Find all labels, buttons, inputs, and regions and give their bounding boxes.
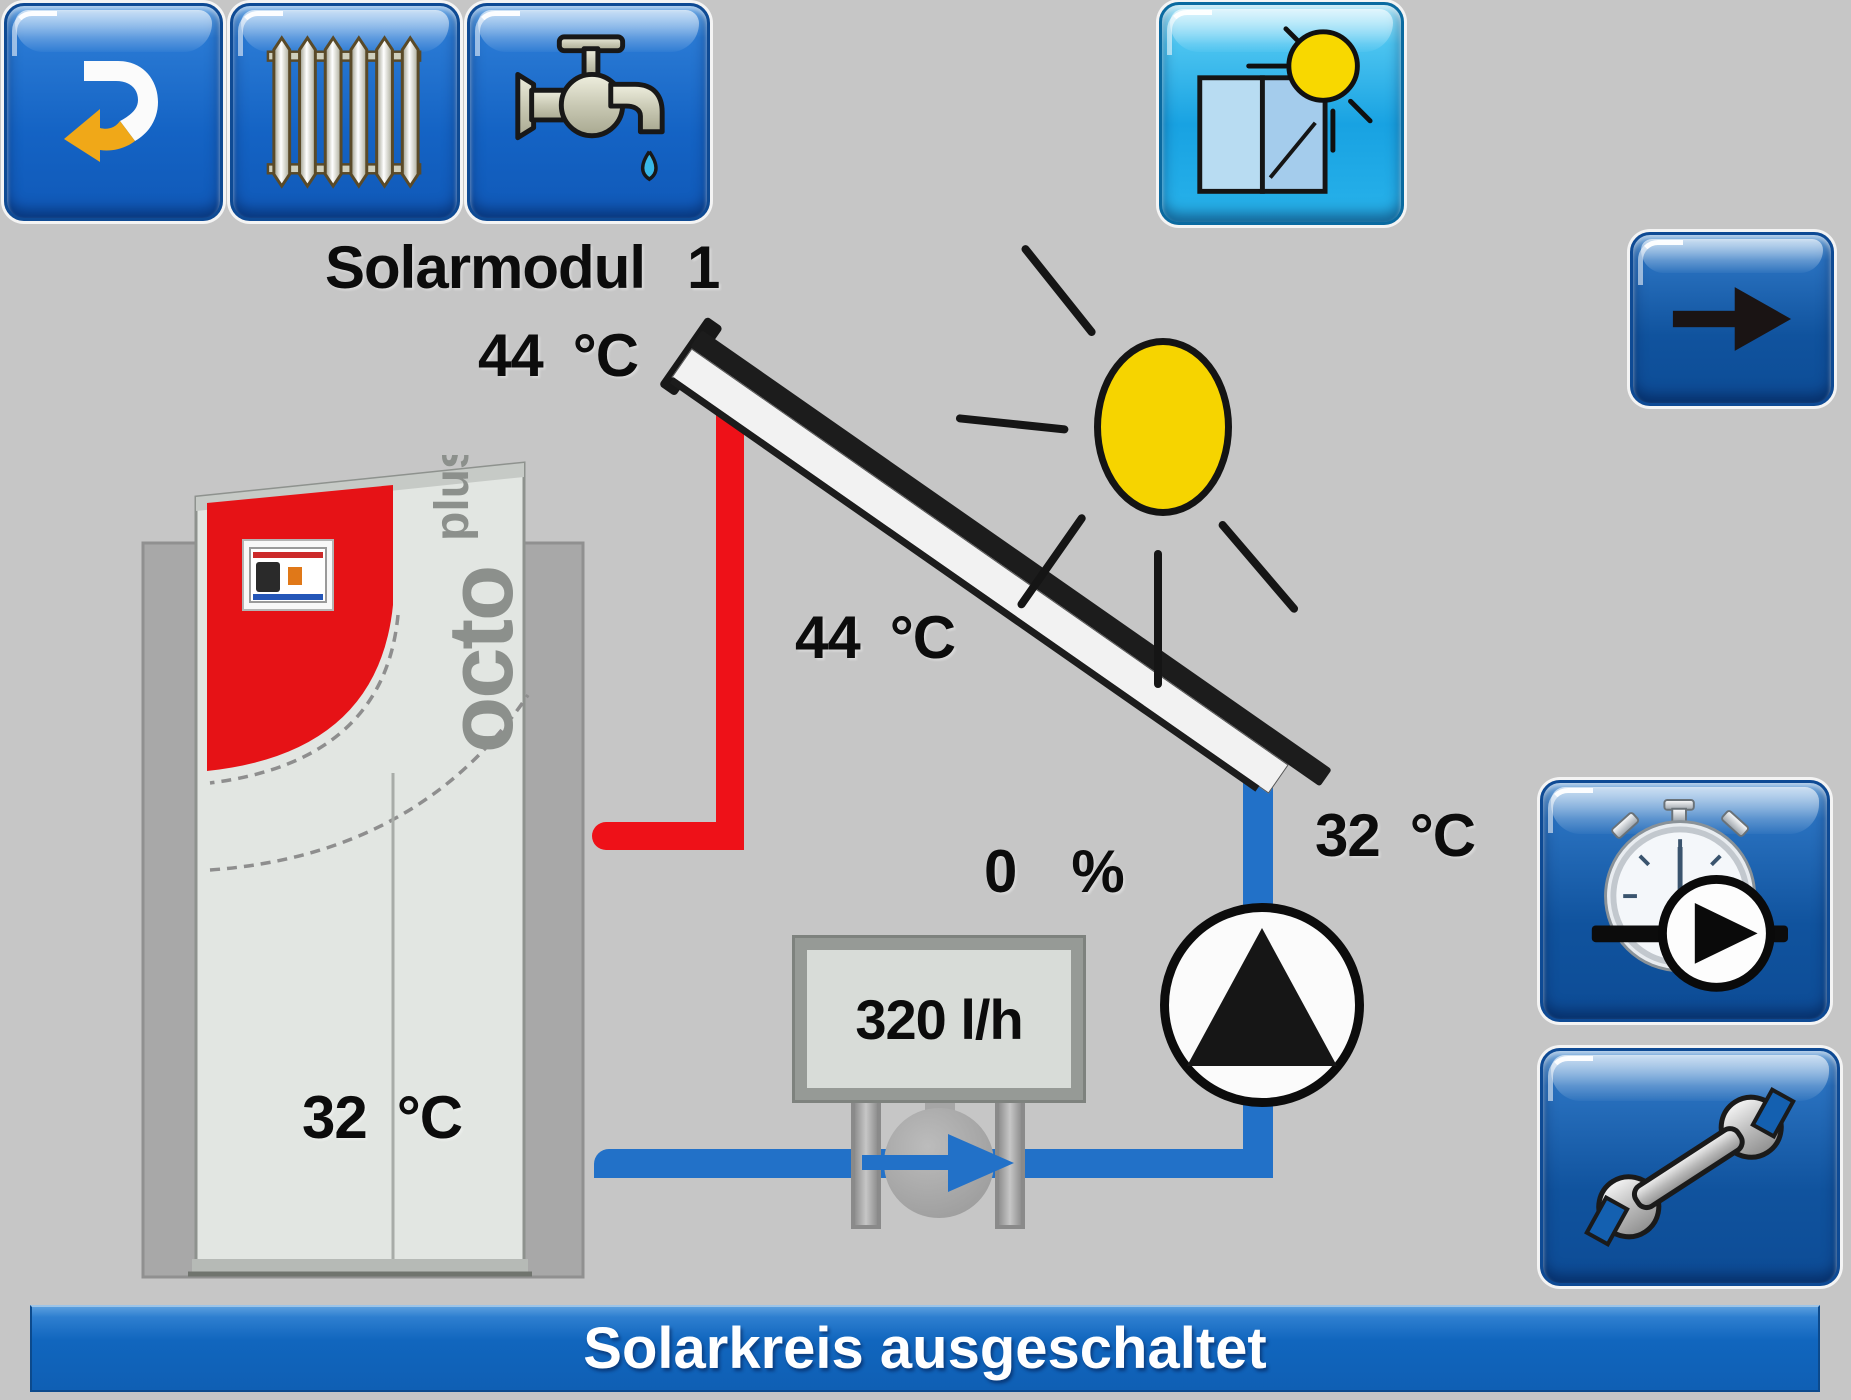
return-temp-label: 32°C (1315, 802, 1476, 869)
hot-water-button[interactable] (467, 3, 710, 221)
heating-circuit-button[interactable] (230, 3, 460, 221)
brand-label: octo plus (426, 455, 532, 753)
status-message: Solarkreis ausgeschaltet (583, 1316, 1267, 1381)
sun-icon (1094, 338, 1232, 516)
sun-ray (955, 414, 1069, 434)
solar-window-sun-icon (1196, 25, 1373, 194)
arrow-right-icon (1672, 287, 1792, 351)
pump-triangle (1187, 928, 1337, 1066)
wrench-icon (1584, 1087, 1796, 1247)
flow-direction-arrow-head (948, 1134, 1014, 1192)
return-arrow-icon (63, 61, 158, 162)
solar-circuit-button[interactable] (1159, 2, 1404, 225)
service-button[interactable] (1540, 1048, 1840, 1286)
tank-temp-label: 32°C (302, 1084, 463, 1151)
back-button[interactable] (4, 3, 223, 221)
hot-pipe-horizontal (592, 822, 744, 850)
flow-meter-value: 320 l/h (855, 987, 1023, 1051)
sun-ray (1216, 519, 1300, 615)
flow-temp-label: 44°C (795, 604, 956, 671)
faucet-icon (514, 34, 665, 182)
sun-ray (1019, 243, 1098, 338)
sun-ray (1154, 550, 1162, 688)
module-title-text: Solarmodul (325, 234, 646, 301)
module-number: 1 (687, 234, 720, 301)
buffer-tank: octo plus (141, 455, 585, 1279)
brand-sup: plus (426, 455, 479, 541)
next-page-button[interactable] (1630, 232, 1834, 406)
flow-meter-box: 320 l/h (792, 935, 1086, 1103)
tank-dashed-curve (209, 614, 400, 785)
display-sticker (242, 539, 334, 611)
flow-direction-arrow (862, 1155, 952, 1170)
stopwatch-pump-icon (1591, 798, 1788, 992)
radiator-icon (266, 35, 422, 189)
status-bar: Solarkreis ausgeschaltet (30, 1305, 1820, 1392)
brand-main: octo (430, 567, 532, 753)
tank-foot (192, 1259, 528, 1273)
pump-speed-label: 0% (984, 838, 1125, 905)
solar-collector (658, 316, 1332, 820)
module-title: Solarmodul 1 (325, 234, 720, 301)
runtime-button[interactable] (1540, 780, 1830, 1022)
hot-pipe-vertical (716, 398, 744, 850)
collector-temp-label: 44°C (478, 322, 639, 389)
